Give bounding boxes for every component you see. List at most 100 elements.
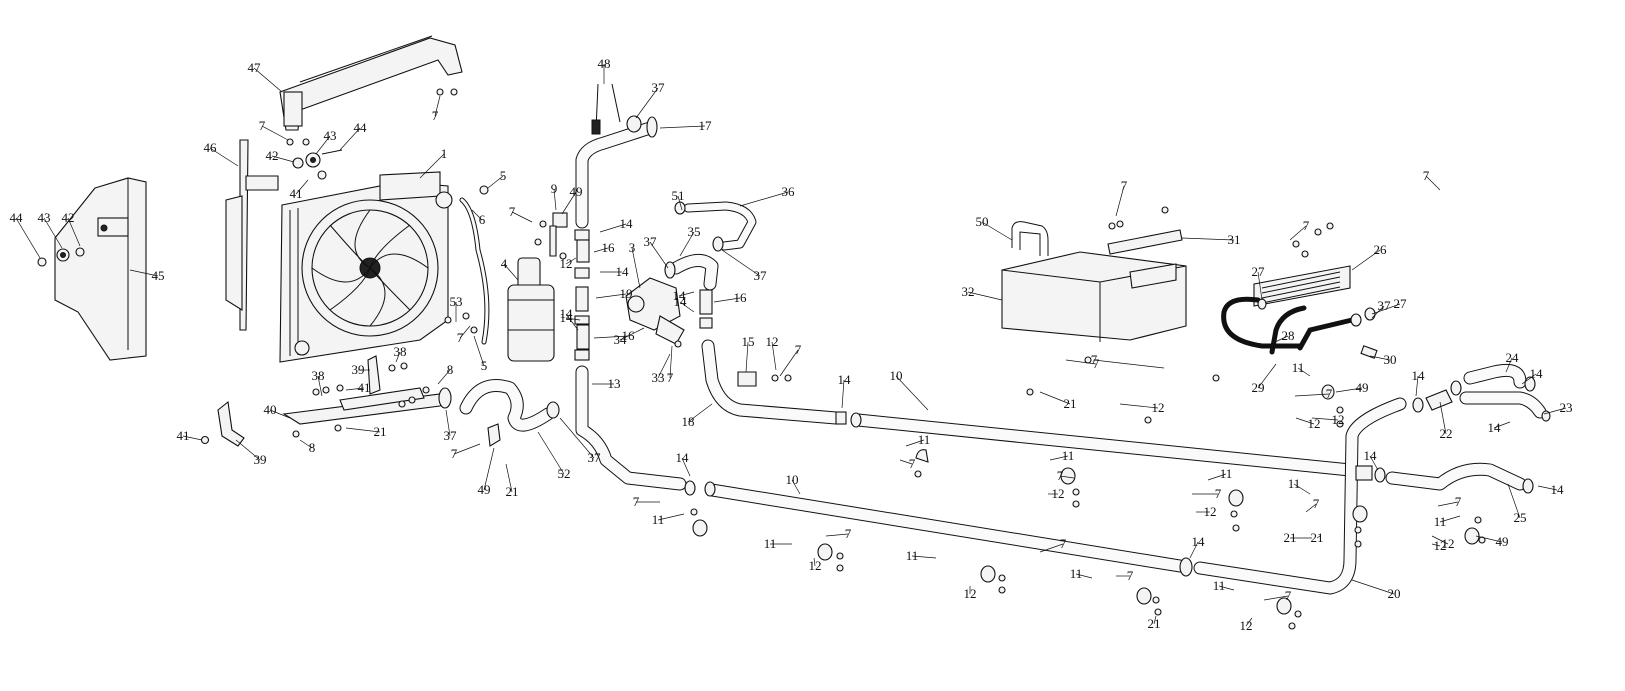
callout-number: 39 [352,362,365,377]
callout-number: 8 [309,440,316,455]
callout-leader [299,439,313,449]
cooler-lines-28-29 [1221,296,1378,359]
callout-leader [339,127,361,151]
callout-number: 32 [962,284,975,299]
callout-leader [559,417,595,459]
callout-leader [895,375,929,411]
callout-number: 11 [918,432,931,447]
callout-number: 11 [906,548,919,563]
callout-leader [967,291,1003,301]
callout-number: 11 [1062,448,1075,463]
callout-number: 8 [447,362,454,377]
callout-leader [745,341,749,373]
expansion-tank-4 [507,257,555,362]
radiator-fan-assembly [279,171,453,363]
callout-leader [437,369,451,385]
callout-number: 14 [674,294,688,309]
callout-number: 43 [38,210,51,225]
callout-number: 44 [354,120,368,135]
callout-number: 21 [1284,530,1297,545]
callout-number: 7 [795,342,802,357]
callout-leader [1257,363,1277,389]
callout-leader [1437,501,1459,507]
callout-number: 7 [1060,536,1067,551]
callout-number: 7 [259,118,266,133]
callout-number: 14 [616,264,630,279]
callout-leader [593,247,609,253]
callout-number: 48 [598,56,611,71]
callout-number: 7 [667,370,674,385]
hose-35 [669,254,719,291]
callout-number: 21 [506,484,519,499]
callout-number: 7 [1121,178,1128,193]
callout-number: 37 [444,428,458,443]
callout-leader [1207,473,1227,481]
callout-number: 14 [560,310,574,325]
hose-24 [1463,363,1536,392]
callout-number: 50 [976,214,989,229]
callout-number: 14 [1488,420,1502,435]
clip-15 [737,371,792,387]
callout-leader [209,147,239,167]
callout-leader [1439,401,1447,435]
callout-number: 14 [1412,368,1426,383]
sensor-48 [591,83,642,135]
callout-number: 14 [838,372,852,387]
callout-number: 7 [509,204,516,219]
callout-leader [841,379,845,409]
callout-number: 43 [324,128,337,143]
callout-leader [565,313,579,331]
callout-number: 6 [479,212,486,227]
callout-leader [473,335,485,367]
hose-23 [1459,391,1551,422]
callout-number: 11 [1070,566,1083,581]
callout-leader [1065,359,1097,365]
callout-leader [315,135,331,155]
callout-number: 7 [1057,468,1064,483]
callout-leader [1311,417,1339,421]
callout-number: 7 [457,330,464,345]
callout-leader [253,67,283,93]
callout-leader [271,155,295,163]
callout-leader [1093,359,1165,369]
callout-leader [471,209,483,221]
fitting-16-right [699,289,713,329]
callout-number: 14 [1192,534,1206,549]
callout-number: 41 [177,428,190,443]
clip-49-left [487,423,501,447]
callout-number: 7 [1326,386,1333,401]
callout-number: 27 [1252,264,1266,279]
callout-number: 47 [248,60,262,75]
callout-leader [1369,355,1391,361]
callout-number: 7 [1093,356,1100,371]
callout-number: 7 [1285,588,1292,603]
callout-leader [1369,455,1379,471]
radiator-side-bracket [225,139,279,331]
callout-leader [1431,535,1449,545]
callout-number: 49 [570,184,583,199]
callout-leader [419,153,445,179]
callout-leader [129,269,159,277]
callout-leader [1218,585,1235,591]
callout-leader [1475,535,1503,543]
callout-number: 21 [1064,396,1077,411]
callout-leader [453,443,481,455]
callout-number: 10 [786,472,799,487]
callout-leader [1316,535,1321,539]
long-pipe-10-upper [850,412,1357,477]
callout-number: 31 [1228,232,1241,247]
callout-number: 34 [614,332,628,347]
callout-number: 11 [1288,476,1301,491]
callout-number: 41 [358,380,371,395]
callout-number: 37 [652,80,666,95]
small-fasteners-left [200,312,478,445]
callout-number: 11 [1292,360,1305,375]
callout-leader [1297,367,1311,377]
fitting-14-mid [1355,465,1386,483]
callout-number: 21 [1148,616,1161,631]
callout-number: 7 [1423,168,1430,183]
callout-number: 29 [1252,380,1265,395]
callout-leader [553,188,557,211]
callout-leader [345,427,381,433]
callout-leader [905,439,925,447]
